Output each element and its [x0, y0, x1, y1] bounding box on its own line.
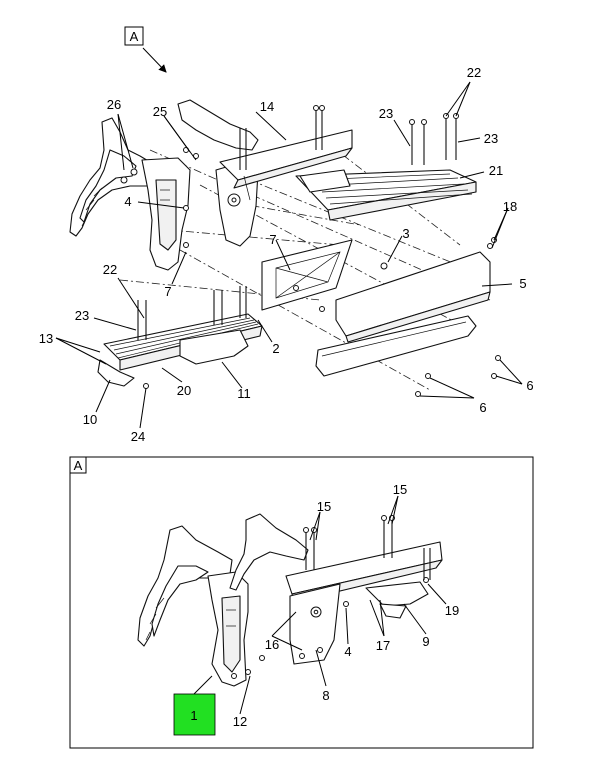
callout-8: 8 — [322, 688, 329, 703]
callout-23-right: 23 — [484, 131, 498, 146]
view-a-reference: A — [124, 26, 167, 73]
callout-3: 3 — [402, 226, 409, 241]
vertical-bolts-top — [239, 105, 459, 170]
detail-leader-lines — [193, 495, 447, 715]
upright-step-mount — [141, 157, 191, 271]
detail-view-a: A — [69, 456, 534, 749]
callout-4-detail: 4 — [344, 644, 351, 659]
view-direction-arrow — [142, 47, 167, 73]
callout-22-top: 22 — [467, 65, 481, 80]
top-leader-lines — [55, 81, 523, 429]
side-panel — [315, 251, 491, 377]
callout-6-right: 6 — [526, 378, 533, 393]
view-label-box — [124, 26, 144, 46]
callout-12: 12 — [233, 714, 247, 729]
callout-13: 13 — [39, 331, 53, 346]
detail-upright-bracket — [207, 571, 251, 687]
top-callouts: 26 25 14 23 22 23 21 4 7 3 18 7 22 5 23 … — [39, 65, 534, 444]
callout-16: 16 — [265, 637, 279, 652]
view-label: A — [130, 29, 139, 44]
callout-20: 20 — [177, 383, 191, 398]
highlighted-callout-box — [173, 693, 216, 736]
callout-22-left: 22 — [103, 262, 117, 277]
upper-step-tread — [295, 169, 477, 221]
callout-6-lower: 6 — [479, 400, 486, 415]
callout-7-upper: 7 — [269, 232, 276, 247]
callout-11: 11 — [237, 386, 251, 401]
detail-label: A — [74, 458, 83, 473]
callout-5: 5 — [519, 276, 526, 291]
callout-24: 24 — [131, 429, 145, 444]
detail-angle-bracket — [285, 541, 443, 665]
callout-25: 25 — [153, 104, 167, 119]
callout-17: 17 — [376, 638, 390, 653]
callout-1: 1 — [190, 708, 197, 723]
callout-2: 2 — [272, 341, 279, 356]
lower-step-tread — [97, 313, 263, 387]
callout-26: 26 — [107, 97, 121, 112]
callout-23-left: 23 — [75, 308, 89, 323]
callout-4-top: 4 — [124, 194, 131, 209]
angle-bracket-top — [219, 129, 353, 201]
callout-18: 18 — [503, 199, 517, 214]
detail-upper-arm — [229, 513, 309, 591]
callout-15-right: 15 — [393, 482, 407, 497]
callout-19: 19 — [445, 603, 459, 618]
callout-15-left: 15 — [317, 499, 331, 514]
callout-14: 14 — [260, 99, 274, 114]
callout-10: 10 — [83, 412, 97, 427]
callout-21: 21 — [489, 163, 503, 178]
detail-curved-bracket — [137, 525, 233, 647]
callout-23-top: 23 — [379, 106, 393, 121]
left-mounting-bracket — [69, 117, 161, 237]
vertical-bolts-lower — [137, 237, 501, 397]
callout-7-lower: 7 — [164, 284, 171, 299]
callout-9: 9 — [422, 634, 429, 649]
detail-step-mount-plate — [365, 577, 429, 619]
detail-label-box — [69, 456, 87, 474]
